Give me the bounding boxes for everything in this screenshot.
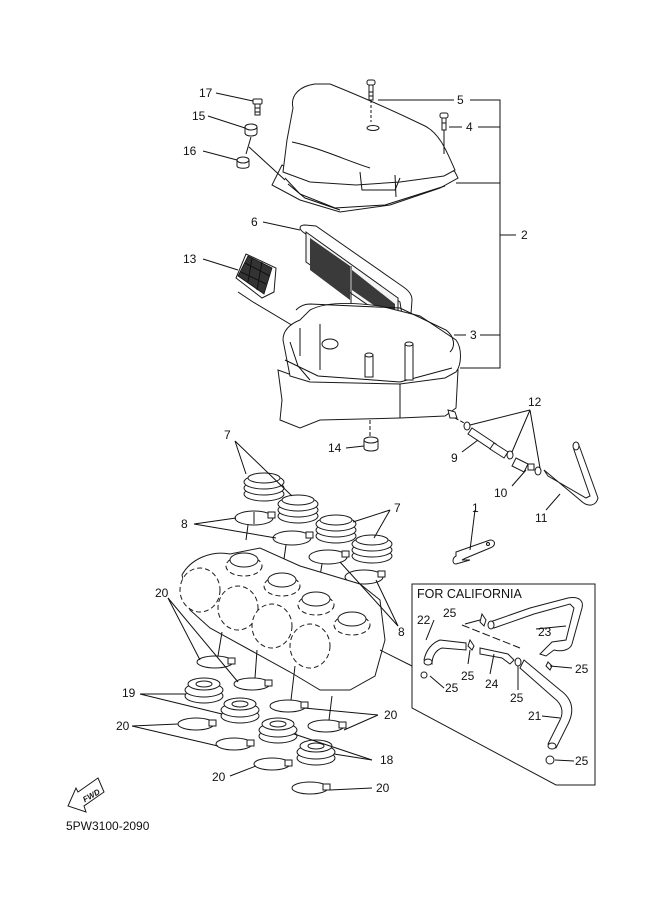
callout-19: 19	[122, 686, 136, 700]
callout-23: 23	[538, 625, 552, 639]
callout-18: 18	[380, 753, 394, 767]
california-title: FOR CALIFORNIA	[417, 587, 523, 601]
carburetor-assembly	[179, 547, 451, 691]
callout-3: 3	[470, 328, 477, 342]
callout-9: 9	[451, 451, 458, 465]
callout-13: 13	[183, 252, 197, 266]
callout-25f: 25	[575, 754, 589, 768]
callout-25a: 25	[443, 606, 457, 620]
callout-24: 24	[485, 677, 499, 691]
plug-14	[363, 420, 379, 452]
callout-2: 2	[521, 228, 528, 242]
callout-labels: 5 4 2 3 17 15 16 6 13 14 12 9 10 11 1 7 …	[116, 86, 589, 795]
callout-20c: 20	[384, 708, 398, 722]
air-funnel-joints	[243, 472, 393, 564]
callout-25e: 25	[510, 691, 524, 705]
callout-20a: 20	[155, 586, 169, 600]
callout-7b: 7	[394, 501, 401, 515]
callout-8a: 8	[181, 517, 188, 531]
collar-16	[236, 146, 286, 181]
sponge-13	[235, 253, 301, 331]
callout-20d: 20	[212, 770, 226, 784]
fwd-arrow-icon: FWD	[67, 777, 105, 813]
callout-1: 1	[472, 501, 479, 515]
callout-16: 16	[183, 144, 197, 158]
hose-clamps-8	[234, 510, 386, 601]
carb-3	[251, 591, 335, 649]
callout-20b: 20	[116, 719, 130, 733]
bolt-17	[252, 98, 263, 116]
joint-7-b	[277, 494, 319, 524]
breather-hoses	[454, 417, 599, 506]
carb-2	[217, 572, 301, 631]
callout-17: 17	[199, 86, 213, 100]
callout-22: 22	[417, 613, 431, 627]
callout-12: 12	[528, 395, 542, 409]
damper-15	[244, 123, 258, 155]
callout-15: 15	[192, 109, 206, 123]
callout-25b: 25	[461, 669, 475, 683]
joint-7-c	[315, 514, 357, 544]
carb-4	[289, 611, 371, 669]
callout-11: 11	[535, 511, 548, 525]
air-filter-cover	[271, 83, 459, 213]
callout-7a: 7	[224, 428, 231, 442]
callout-5: 5	[457, 93, 464, 107]
carb-1	[179, 552, 263, 613]
california-box: FOR CALIFORNIA	[411, 583, 596, 786]
callout-8b: 8	[398, 625, 405, 639]
bracket-1	[452, 539, 495, 565]
screw-4	[439, 112, 449, 154]
clips-25	[420, 612, 555, 765]
callout-25d: 25	[575, 662, 589, 676]
drawing-code: 5PW3100-2090	[66, 819, 150, 833]
air-filter-case	[277, 302, 461, 429]
joint-7-d	[351, 534, 393, 564]
leader-lines	[131, 92, 561, 791]
air-filter-element	[299, 224, 413, 329]
callout-10: 10	[494, 486, 508, 500]
callout-6: 6	[251, 215, 258, 229]
callout-14: 14	[328, 441, 342, 455]
callout-21: 21	[528, 709, 542, 723]
callout-20e: 20	[376, 781, 390, 795]
joint-7-a	[243, 472, 285, 502]
bolt-5	[366, 79, 376, 122]
callout-4: 4	[466, 120, 473, 134]
carb-joints	[184, 677, 336, 766]
callout-25c: 25	[445, 681, 459, 695]
